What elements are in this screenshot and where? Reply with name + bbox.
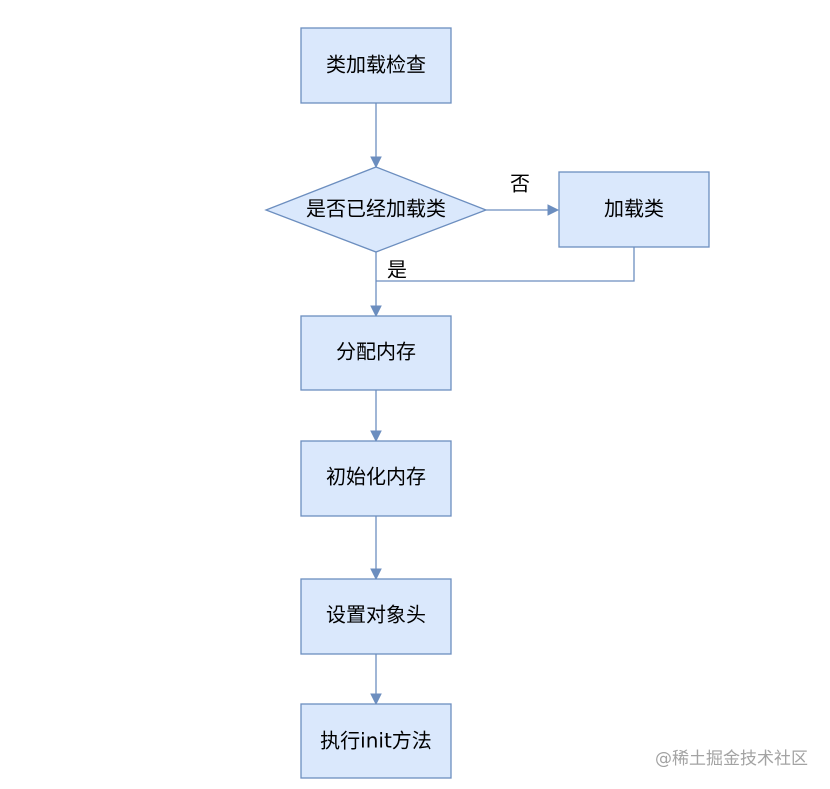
node-class-load-check-label: 类加载检查 bbox=[326, 53, 426, 77]
arrowhead-decision-to-allocate bbox=[370, 305, 382, 318]
arrowhead-header-to-execute bbox=[370, 693, 382, 706]
edge-label-yes: 是 bbox=[387, 258, 407, 282]
arrowhead-decision-to-load-class bbox=[547, 204, 560, 216]
node-load-class-label: 加载类 bbox=[604, 197, 664, 221]
node-class-load-check: 类加载检查 bbox=[300, 27, 452, 104]
arrowhead-allocate-to-init bbox=[370, 430, 382, 443]
node-is-class-loaded-diamond bbox=[264, 166, 488, 253]
node-execute-init: 执行init方法 bbox=[300, 703, 452, 779]
node-load-class: 加载类 bbox=[558, 171, 710, 248]
node-init-memory: 初始化内存 bbox=[300, 440, 452, 517]
arrowhead-check-to-decision bbox=[370, 156, 382, 169]
node-load-class-box bbox=[558, 171, 710, 248]
node-set-object-header: 设置对象头 bbox=[300, 578, 452, 655]
node-init-memory-box bbox=[300, 440, 452, 517]
node-allocate-memory-box bbox=[300, 315, 452, 391]
arrowhead-init-to-header bbox=[370, 568, 382, 581]
watermark: @稀土掘金技术社区 bbox=[655, 749, 808, 769]
node-init-memory-label: 初始化内存 bbox=[326, 465, 426, 489]
node-execute-init-box bbox=[300, 703, 452, 779]
node-allocate-memory-label: 分配内存 bbox=[336, 340, 416, 364]
node-set-object-header-label: 设置对象头 bbox=[326, 603, 426, 627]
node-is-class-loaded: 是否已经加载类 bbox=[264, 166, 488, 253]
edge-label-no: 否 bbox=[510, 172, 530, 196]
node-execute-init-label: 执行init方法 bbox=[320, 729, 432, 753]
node-class-load-check-box bbox=[300, 27, 452, 104]
node-set-object-header-box bbox=[300, 578, 452, 655]
node-allocate-memory: 分配内存 bbox=[300, 315, 452, 391]
node-is-class-loaded-label: 是否已经加载类 bbox=[306, 197, 446, 221]
edge-load-class-to-allocate bbox=[376, 247, 635, 282]
edges bbox=[370, 103, 635, 706]
